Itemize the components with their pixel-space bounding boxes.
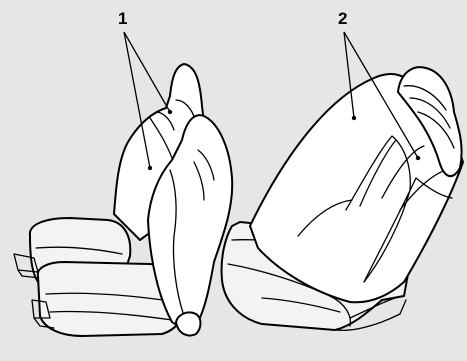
pointer-dot (168, 110, 172, 114)
pointer-dot (148, 166, 152, 170)
leader-line-1a (124, 32, 170, 112)
callout-2: 2 (338, 10, 347, 27)
pointer-dot (416, 156, 420, 160)
pointer-dot (352, 116, 356, 120)
reclined-seat (222, 67, 463, 330)
folded-seats (14, 64, 232, 336)
callout-1: 1 (118, 10, 127, 27)
